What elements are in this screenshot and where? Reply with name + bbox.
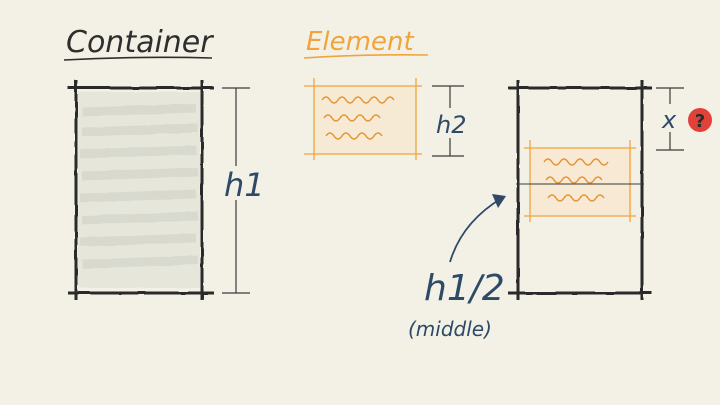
centered-scribble-2 <box>545 176 603 184</box>
question-badge-text: ? <box>695 111 705 132</box>
x-label-mask <box>660 104 680 132</box>
question-badge-circle <box>688 108 712 132</box>
element-title-underline <box>303 54 429 59</box>
h1-half-label: h1/2 <box>424 268 505 309</box>
x-dimension: x <box>656 87 684 151</box>
h2-label: h2 <box>436 111 466 139</box>
container-title: Container <box>66 25 214 60</box>
result-container-box <box>508 80 652 300</box>
x-label: x <box>661 106 677 134</box>
question-mark-circle-icon: ? <box>688 108 712 132</box>
h1-dimension: h1 <box>222 87 265 294</box>
h2-dimension: h2 <box>432 85 466 157</box>
container-shading <box>79 103 199 269</box>
element-title: Element <box>306 27 414 57</box>
centered-element-fill <box>530 148 632 216</box>
arrow-shaft <box>449 197 503 263</box>
h1-label-mask <box>224 166 250 200</box>
h1-label: h1 <box>224 166 265 204</box>
h2-label-mask <box>434 108 466 138</box>
element-scribble-1 <box>321 96 395 104</box>
middle-label: (middle) <box>408 317 492 341</box>
centered-scribble-1 <box>543 158 609 166</box>
container-title-underline <box>63 56 213 61</box>
container-box <box>68 80 214 300</box>
element-scribble-3 <box>325 132 383 140</box>
element-scribble-2 <box>323 114 381 122</box>
arrow-head <box>492 194 506 208</box>
centered-scribble-3 <box>547 194 605 202</box>
element-box <box>304 78 422 160</box>
centered-element-box <box>516 140 644 222</box>
curved-arrow-icon <box>449 194 506 263</box>
